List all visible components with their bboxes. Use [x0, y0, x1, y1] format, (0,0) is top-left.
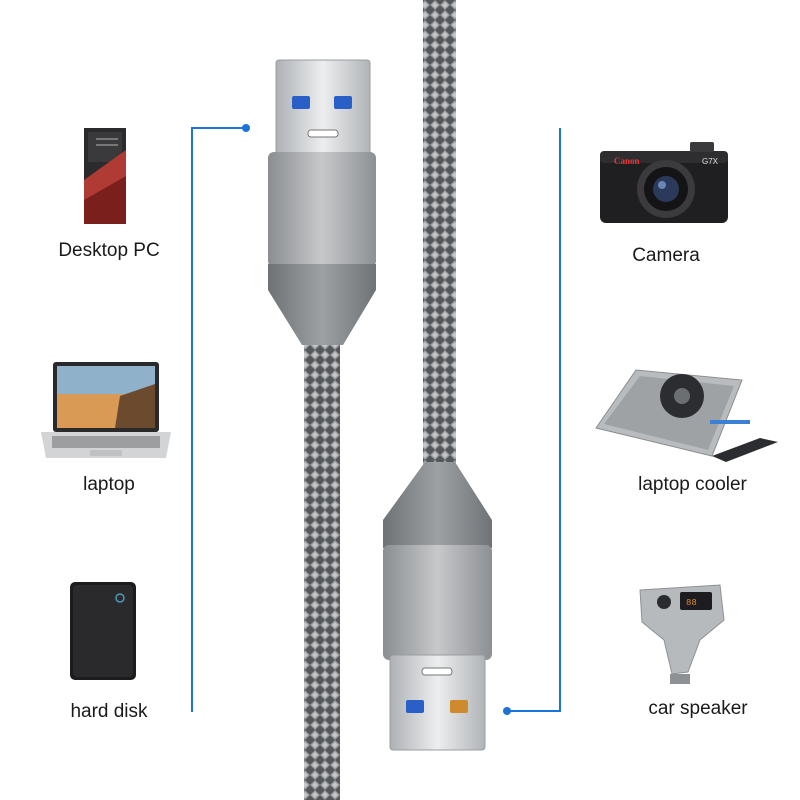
usb-metal-plug — [389, 654, 486, 751]
label-laptop-cooler: laptop cooler — [638, 474, 747, 495]
usb3-insert-icon — [334, 96, 352, 109]
car-speaker-icon: 88 — [639, 584, 725, 684]
desktop-pc-icon — [84, 128, 126, 224]
connector-housing — [383, 545, 492, 660]
laptop-icon — [41, 362, 171, 458]
connector-dot-right — [503, 707, 511, 715]
camera-brand: Canon — [614, 156, 640, 166]
camera-model: G7X — [702, 157, 719, 166]
usb-slot-icon — [307, 129, 339, 138]
connector-line-left — [191, 127, 244, 712]
connector-line-right — [510, 128, 561, 712]
hard-disk-icon — [70, 582, 136, 680]
label-desktop-pc: Desktop PC — [58, 240, 160, 261]
braided-cable-right — [423, 0, 456, 470]
connector-dot-left — [242, 124, 250, 132]
laptop-cooler-icon — [595, 369, 778, 462]
label-car-speaker: car speaker — [648, 698, 748, 719]
usb3-insert-icon — [450, 700, 468, 713]
camera-icon: Canon G7X — [600, 142, 728, 223]
braided-cable-left — [304, 345, 340, 800]
label-hard-disk: hard disk — [70, 701, 148, 722]
usb-metal-plug — [275, 59, 371, 157]
usb-connector-bottom — [383, 462, 492, 751]
strain-relief — [383, 462, 492, 548]
usb3-insert-icon — [292, 96, 310, 109]
usb-connector-top — [268, 59, 376, 345]
label-camera: Camera — [632, 245, 700, 266]
strain-relief — [268, 264, 376, 345]
label-laptop: laptop — [83, 474, 135, 495]
usb-slot-icon — [421, 667, 453, 676]
connector-housing — [268, 152, 376, 267]
svg-text:88: 88 — [686, 598, 697, 608]
usb3-insert-icon — [406, 700, 424, 713]
